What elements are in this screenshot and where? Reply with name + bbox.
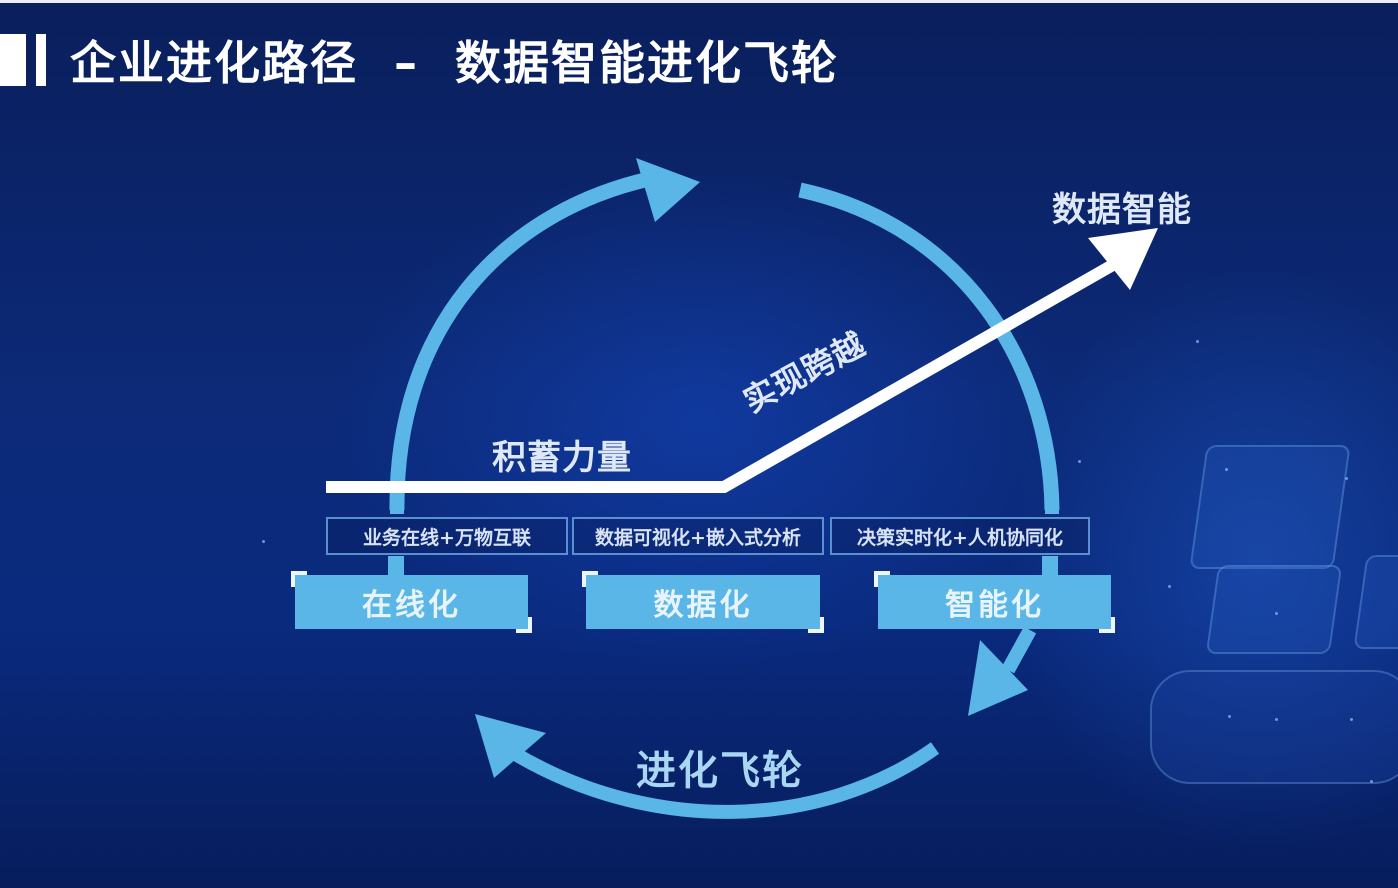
slide-title: 企业进化路径 – 数据智能进化飞轮: [70, 36, 840, 90]
star-dot: [1350, 718, 1353, 721]
connector-stub: [390, 498, 404, 514]
cycle-label-flywheel: 进化飞轮: [636, 748, 804, 794]
stage-box-intelligent: 智能化: [874, 571, 1115, 633]
cycle-arc-bottom: [508, 742, 940, 819]
corner-bracket: [874, 571, 890, 587]
top-border-line: [0, 0, 1398, 3]
stage-label: 在线化: [362, 588, 461, 623]
corner-bracket: [516, 617, 532, 633]
connector-stub: [1045, 498, 1059, 514]
star-dot: [1275, 612, 1278, 615]
star-dot: [1168, 585, 1171, 588]
star-dot: [1345, 477, 1348, 480]
stage-description-data: 数据可视化+嵌入式分析: [572, 517, 824, 555]
corner-bracket: [808, 617, 824, 633]
cycle-arc-left: [389, 172, 647, 511]
star-dot: [1078, 460, 1081, 463]
stage-box-data: 数据化: [582, 571, 824, 633]
corner-bracket: [291, 571, 307, 587]
star-dot: [1225, 468, 1228, 471]
title-accent-bar: [36, 34, 46, 86]
stage-box-online: 在线化: [291, 571, 532, 633]
corner-bracket: [1099, 617, 1115, 633]
stage-description-intelligent: 决策实时化+人机协同化: [830, 517, 1090, 555]
cycle-arrowhead-top: [636, 158, 700, 222]
title-accent-block: [0, 34, 26, 86]
star-dot: [1370, 780, 1373, 783]
connector-stub: [1042, 556, 1058, 576]
star-dot: [1228, 715, 1231, 718]
star-dot: [262, 540, 265, 543]
growth-arrowhead: [1088, 228, 1158, 290]
star-dot: [1275, 718, 1278, 721]
growth-line: [326, 256, 1121, 493]
connector-stub: [388, 556, 404, 576]
cycle-arc-right: [798, 182, 1060, 511]
slide-title-bar: 企业进化路径 – 数据智能进化飞轮: [0, 30, 839, 90]
stage-description-online: 业务在线+万物互联: [326, 517, 568, 555]
decorative-panel: [1150, 670, 1398, 784]
endpoint-label-data-intelligence: 数据智能: [1052, 190, 1192, 230]
star-dot: [1196, 340, 1199, 343]
cycle-arrowhead-left: [475, 714, 546, 778]
stage-label: 数据化: [653, 588, 753, 623]
cycle-arrowhead-lower-right: [968, 640, 1028, 716]
stage-label: 智能化: [945, 588, 1044, 623]
cycle-arc-lower-right: [1001, 626, 1037, 674]
corner-bracket: [582, 571, 598, 587]
phase-label-accumulate: 积蓄力量: [492, 438, 632, 478]
